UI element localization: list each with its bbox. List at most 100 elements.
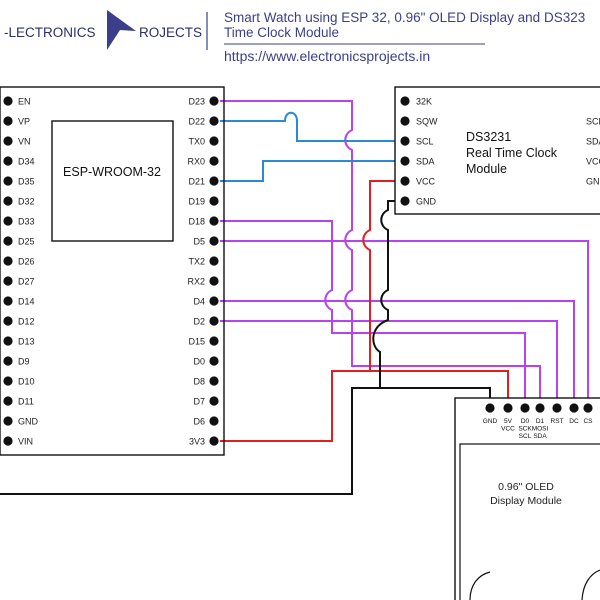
esp32-board: ESP-WROOM-32 ENVPVND34D35D32D33D25D26D27…	[0, 86, 225, 456]
esp32-left-pin-label: VP	[18, 116, 30, 126]
esp32-right-pin-dot	[209, 316, 219, 326]
esp32-left-pin-label: D13	[18, 336, 35, 346]
esp32-right-pin-label: D2	[193, 316, 205, 326]
esp32-right-pin-label: D6	[193, 416, 205, 426]
wire-d2-to-oled-rst	[220, 320, 558, 405]
esp32-right-pin-label: D18	[188, 216, 205, 226]
esp32-left-pin-dot	[3, 336, 13, 346]
oled-pin-dot	[520, 403, 530, 413]
esp32-left-pin-label: GND	[18, 416, 39, 426]
oled-pin-label: SCK	[518, 426, 532, 433]
esp32-right-pin-dot	[209, 376, 219, 386]
oled-title-line1: 0.96" OLED	[498, 481, 554, 493]
rtc-right-pin-label: SDA	[586, 136, 600, 146]
header: -LECTRONICS ROJECTS Smart Watch using ES…	[4, 10, 585, 64]
esp32-left-pin-label: D26	[18, 256, 35, 266]
esp32-right-pin-dot	[209, 336, 219, 346]
oled-pin-dot	[485, 403, 495, 413]
esp32-right-pin-label: D23	[188, 96, 205, 106]
oled-pin-label: MOSI	[532, 426, 549, 433]
wire-d21-to-rtc-sda	[220, 160, 404, 182]
rtc-right-pin-label: VCC	[586, 156, 600, 166]
esp32-right-pin-dot	[209, 396, 219, 406]
esp32-left-pin-dot	[3, 356, 13, 366]
esp32-left-pin-dot	[3, 316, 13, 326]
esp32-left-pin-dot	[3, 416, 13, 426]
esp32-left-pin-label: D12	[18, 316, 35, 326]
rtc-left-pin-dot	[400, 156, 410, 166]
oled-pin-dot	[535, 403, 545, 413]
rtc-left-pin-label: 32K	[416, 96, 432, 106]
oled-pin-label: VCC	[501, 426, 515, 433]
esp32-right-pin-label: RX0	[187, 156, 205, 166]
logo-text-right: ROJECTS	[139, 25, 202, 40]
header-url[interactable]: https://www.electronicsprojects.in	[224, 48, 430, 64]
rtc-left-pin-dot	[400, 136, 410, 146]
esp32-right-pin-dot	[209, 156, 219, 166]
rtc-title-line1: DS3231	[466, 130, 511, 144]
oled-pin-dot	[583, 403, 593, 413]
esp32-right-pin-label: 3V3	[189, 436, 205, 446]
esp32-right-pin-dot	[209, 236, 219, 246]
esp32-left-pin-dot	[3, 396, 13, 406]
esp32-right-pin-dot	[209, 216, 219, 226]
esp32-right-pin-dot	[209, 356, 219, 366]
esp32-left-pin-label: D11	[18, 396, 34, 406]
rtc-right-pin-label: SCL	[586, 116, 600, 126]
rtc-left-pin-dot	[400, 96, 410, 106]
rtc-left-pin-label: SQW	[416, 116, 438, 126]
esp32-left-pin-label: VN	[18, 136, 31, 146]
header-title-line1: Smart Watch using ESP 32, 0.96" OLED Dis…	[224, 10, 585, 25]
esp32-left-pin-label: D27	[18, 276, 35, 286]
wire-gnd-rtc-to-oled	[372, 200, 491, 405]
wire-d5-to-oled-cs	[220, 240, 589, 405]
esp32-right-pin-label: D8	[193, 376, 205, 386]
wire-3v3-to-oled-vcc	[220, 370, 509, 442]
oled-pin-dot	[569, 403, 579, 413]
rtc-left-pin-dot	[400, 176, 410, 186]
esp32-right-pin-label: D21	[188, 176, 205, 186]
oled-screen-corner-right	[581, 569, 600, 600]
oled-pin-dot	[503, 403, 513, 413]
esp32-right-pin-dot	[209, 96, 219, 106]
esp32-left-pin-dot	[3, 196, 13, 206]
esp32-right-pin-dot	[209, 136, 219, 146]
esp32-right-pin-label: TX2	[188, 256, 205, 266]
wires	[0, 100, 589, 495]
esp32-left-pin-dot	[3, 116, 13, 126]
esp32-right-pin-dot	[209, 276, 219, 286]
oled-pin-label: D1	[536, 418, 545, 425]
oled-pin-label: SDA	[533, 433, 547, 440]
oled-pin-label: RST	[551, 418, 564, 425]
esp32-left-pin-label: D14	[18, 296, 35, 306]
esp32-left-pin-dot	[3, 436, 13, 446]
esp32-right-pin-dot	[209, 296, 219, 306]
wire-vcc-to-rtc-vcc	[362, 180, 404, 371]
esp32-outline	[0, 86, 225, 456]
oled-pin-label: 5V	[504, 418, 513, 425]
esp32-right-pin-dot	[209, 416, 219, 426]
esp32-right-pin-dot	[209, 256, 219, 266]
oled-pin-label: D0	[521, 418, 530, 425]
esp32-right-pin-label: TX0	[188, 136, 205, 146]
esp32-right-pin-label: D15	[188, 336, 205, 346]
oled-screen	[459, 443, 600, 600]
esp32-right-pin-label: D19	[188, 196, 205, 206]
esp32-right-pin-dot	[209, 116, 219, 126]
esp32-left-pin-dot	[3, 376, 13, 386]
esp32-right-pin-label: D4	[193, 296, 205, 306]
esp32-left-pin-label: D9	[18, 356, 30, 366]
rtc-module: DS3231 Real Time Clock Module 32KSQWSCLS…	[394, 86, 600, 215]
wire-d18-to-oled-d0	[220, 220, 526, 405]
esp32-left-pins: ENVPVND34D35D32D33D25D26D27D14D12D13D9D1…	[3, 96, 39, 446]
rtc-left-pin-dot	[400, 116, 410, 126]
oled-title-line2: Display Module	[490, 495, 562, 507]
logo-text-left: -LECTRONICS	[4, 25, 96, 40]
esp32-right-pin-label: D22	[188, 116, 205, 126]
esp32-right-pin-label: RX2	[187, 276, 205, 286]
rtc-title-line3: Module	[466, 162, 507, 176]
